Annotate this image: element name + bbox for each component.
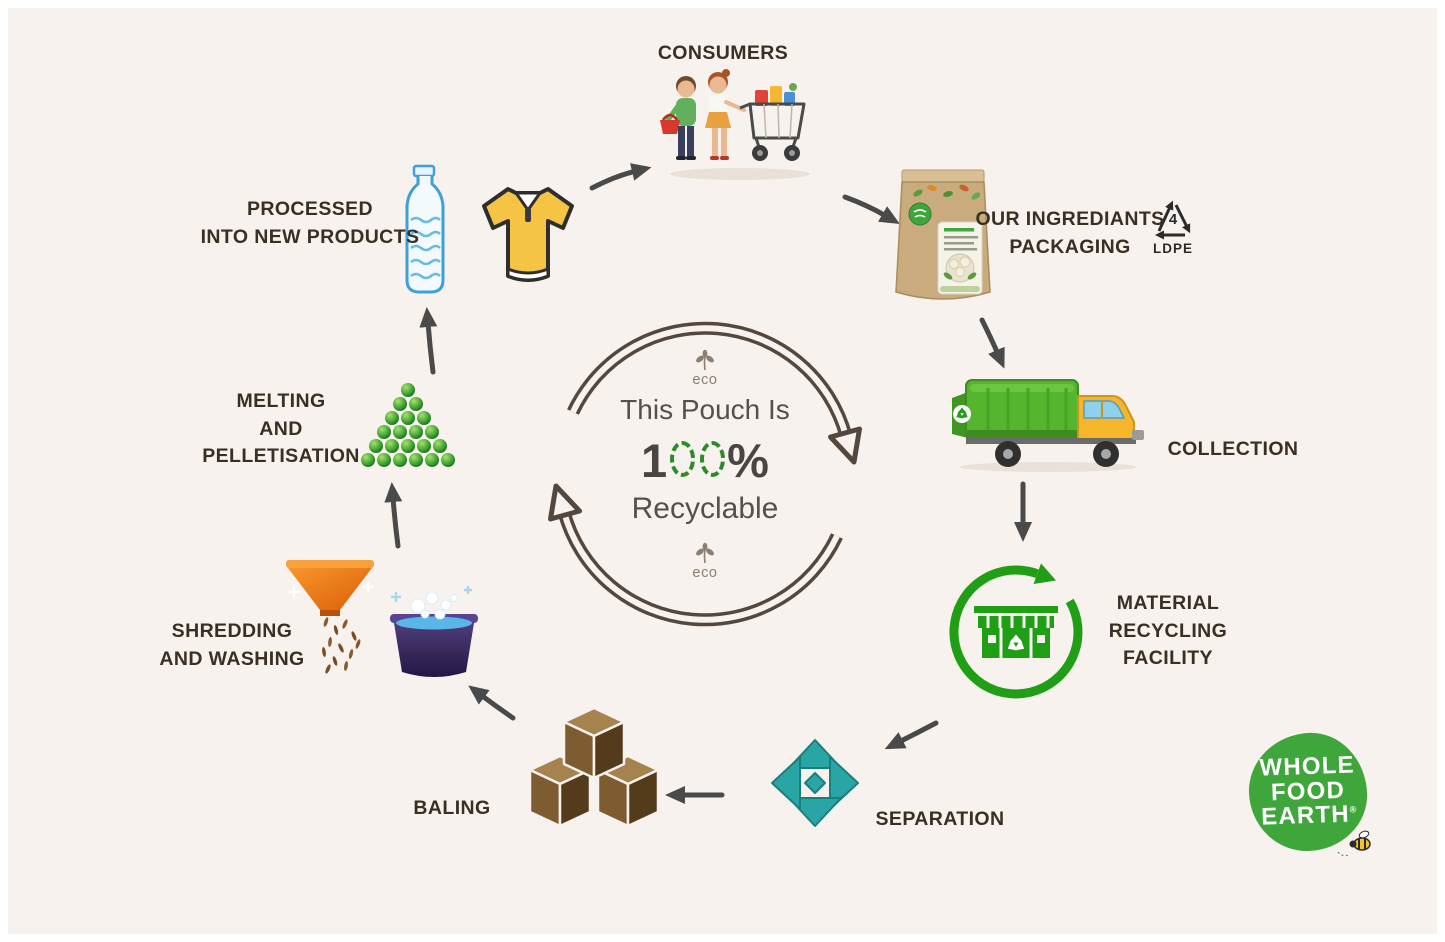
label-collection: COLLECTION [1168,436,1299,464]
label-material-recycling-facility: MATERIAL RECYCLING FACILITY [1109,590,1227,673]
registered-mark: ® [1349,804,1357,816]
separation-arrows-icon [748,716,883,851]
garbage-truck-icon [948,368,1148,473]
eco-bottom-label: eco [692,565,718,581]
label-line: OUR INGREDIANTS [975,208,1165,230]
claim-line-2: Recyclable [631,492,779,525]
percent-zeros [667,433,727,488]
label-baling: BALING [413,795,490,823]
percent-symbol: % [727,433,769,487]
label-line: PROCESSED [246,198,374,220]
flow-arrow-to-processed [419,307,438,375]
percent-digit-one: 1 [641,433,668,487]
label-line: BALING [413,797,491,819]
label-packaging: OUR INGREDIANTS PACKAGING [975,206,1164,261]
label-processed-new-products: PROCESSED INTO NEW PRODUCTS [201,196,420,251]
bottle-tshirt-icon [388,162,578,302]
label-line: MATERIAL [1116,592,1220,614]
center-claim: eco This Pouch Is 1 % Recyclable eco [569,349,841,581]
flow-arrow-to-collection [979,317,1005,369]
flow-arrow-to-consumers [589,163,652,191]
circular-arrows-ring-icon [543,312,867,636]
label-line: SEPARATION [875,808,1005,830]
label-line: PELLETISATION [202,445,360,468]
recycling-facility-circle-icon [944,560,1089,705]
label-line: AND WASHING [159,647,305,670]
recycled-zero-glyph [669,440,695,477]
label-separation: SEPARATION [876,806,1005,834]
ldpe-number: 4 [1168,211,1178,228]
leaf-sprig-icon [696,349,714,371]
shredder-washtub-icon [278,548,478,688]
recycle-triangle-icon: 4 LDPE [1144,196,1202,256]
label-line: CONSUMERS [657,42,789,64]
claim-percent: 1 % [569,433,841,488]
label-line: COLLECTION [1167,438,1299,460]
label-melting-pelletisation: MELTING AND PELLETISATION [202,388,360,471]
flow-arrow-to-packaging [842,194,900,225]
label-consumers: CONSUMERS [658,40,788,68]
pellet-pyramid-icon [358,378,458,474]
label-line: FACILITY [1123,647,1213,670]
flow-arrow-to-melting [384,482,403,549]
label-line: INTO NEW PRODUCTS [200,225,420,248]
label-line: RECYCLING [1108,619,1228,642]
label-line: AND [259,417,303,440]
shoppers-with-cart-icon [652,62,827,182]
label-line: PACKAGING [1009,235,1131,258]
label-line: SHREDDING [171,620,293,642]
logo-line: EARTH® [1260,801,1357,832]
logo-line-text: EARTH [1260,801,1351,832]
ldpe-code: LDPE [1152,241,1193,256]
label-shredding-washing: SHREDDING AND WASHING [159,618,304,673]
recycled-zero-glyph [699,440,725,477]
label-line: MELTING [236,390,326,412]
kraft-pouch-icon [888,160,998,310]
eco-bottom: eco [569,542,841,581]
eco-top-label: eco [692,372,718,388]
flow-arrow-to-separation [884,720,939,750]
leaf-sprig-icon [696,542,714,564]
claim-line-1: This Pouch Is [620,394,790,425]
bale-cubes-icon [502,700,677,840]
eco-top: eco [569,349,841,388]
bee-icon [1336,828,1378,863]
